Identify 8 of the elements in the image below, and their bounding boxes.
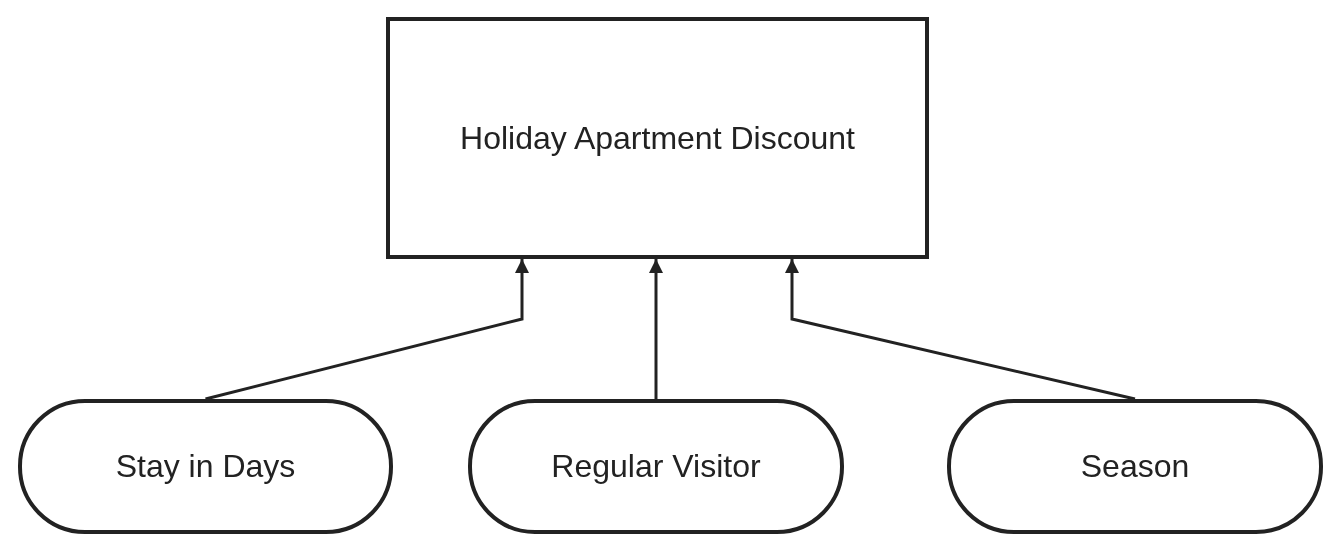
node-label: Regular Visitor [550, 448, 762, 485]
arrow [649, 259, 663, 399]
node-label: Season [1079, 448, 1191, 485]
node-label: Stay in Days [114, 448, 297, 485]
arrow [785, 259, 1136, 401]
process-box [386, 17, 929, 259]
node-label: Holiday Apartment Discount [459, 119, 856, 157]
arrow [205, 259, 529, 401]
